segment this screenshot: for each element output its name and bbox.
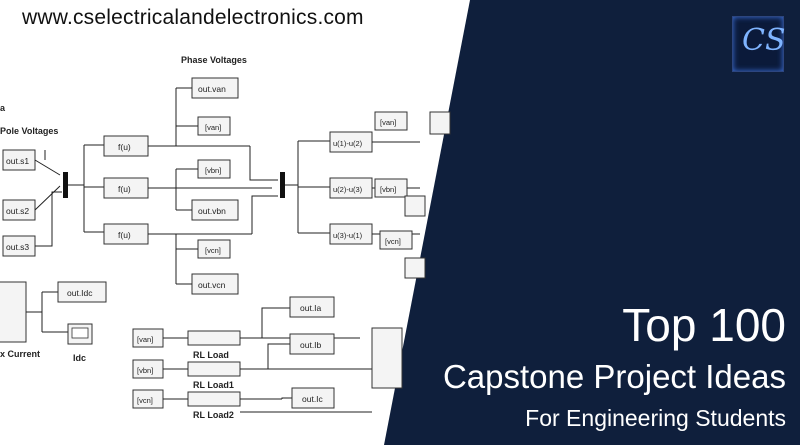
out-vcn-label: out.vcn: [198, 280, 226, 290]
load-from-vbn-label: [vbn]: [137, 366, 153, 375]
from-van-label: [van]: [380, 118, 396, 127]
out-vbn-label: out.vbn: [198, 206, 226, 216]
rl-load-b-label: RL Load1: [193, 380, 234, 390]
out-s1-label: out.s1: [6, 156, 29, 166]
scope-van-block[interactable]: [429, 111, 451, 135]
from-vbn-block[interactable]: [374, 178, 408, 198]
pole-wires: [34, 150, 62, 247]
scope-vbn-block[interactable]: [404, 195, 426, 217]
out-van-label: out.van: [198, 84, 226, 94]
scope-vcn-block[interactable]: [404, 257, 426, 279]
current-source-block[interactable]: [0, 281, 27, 343]
fcn-ca-label: u(3)-u(1): [333, 231, 363, 240]
from-vcn-label: [vcn]: [385, 237, 401, 246]
mux-2-wires: [285, 140, 330, 234]
heading-partial: a: [0, 103, 6, 113]
rl-load-c-label: RL Load2: [193, 410, 234, 420]
mux-1: [63, 172, 68, 198]
idc-label: Idc: [73, 353, 86, 363]
out-ia-block[interactable]: [289, 296, 335, 318]
out-idc-block[interactable]: [57, 281, 107, 303]
fcn-bc-label: u(2)-u(3): [333, 185, 363, 194]
mux-2: [280, 172, 285, 198]
current-wires: [26, 291, 68, 333]
load-from-vcn-label: [vcn]: [137, 396, 153, 405]
promo-panel: [384, 0, 800, 445]
rl-load-a-block[interactable]: [187, 330, 241, 346]
current-label: x Current: [0, 349, 40, 359]
from-vbn-label: [vbn]: [380, 185, 396, 194]
goto-vbn-label: [vbn]: [205, 166, 221, 175]
out-s3-label: out.s3: [6, 242, 29, 252]
heading-phase-voltages: Phase Voltages: [181, 55, 247, 65]
out-ia-label: out.Ia: [300, 303, 322, 313]
from-vcn-block[interactable]: [379, 230, 413, 250]
mux-1-wires: [68, 144, 104, 233]
heading-pole-voltages: Pole Voltages: [0, 126, 58, 136]
promo-audience: For Engineering Students: [525, 405, 786, 431]
from-van-block[interactable]: [374, 111, 408, 131]
goto-vcn-label: [vcn]: [205, 246, 221, 255]
fcn-label-a: f(u): [118, 142, 131, 152]
current-scope-block[interactable]: [371, 327, 403, 389]
out-ic-block[interactable]: [291, 387, 335, 409]
idc-scope-screen: [71, 327, 89, 339]
site-logo[interactable]: CS: [732, 16, 786, 72]
out-s2-label: out.s2: [6, 206, 29, 216]
out-ic-label: out.Ic: [302, 394, 324, 404]
load-from-van-label: [van]: [137, 335, 153, 344]
fcn-label-b: f(u): [118, 184, 131, 194]
out-ib-label: out.Ib: [300, 340, 322, 350]
fcn-ab-label: u(1)-u(2): [333, 139, 363, 148]
out-ib-block[interactable]: [289, 333, 335, 355]
goto-van-label: [van]: [205, 123, 221, 132]
rl-load-b-block[interactable]: [187, 361, 241, 377]
phase-wires: [148, 87, 278, 285]
out-idc-label: out.Idc: [67, 288, 93, 298]
rl-load-a-label: RL Load: [193, 350, 229, 360]
rl-load-c-block[interactable]: [187, 391, 241, 407]
website-url[interactable]: www.cselectricalandelectronics.com: [22, 6, 364, 29]
fcn-label-c: f(u): [118, 230, 131, 240]
promo-title: Top 100: [622, 299, 786, 351]
promo-subtitle: Capstone Project Ideas: [442, 358, 786, 395]
logo-glyph: CS: [742, 23, 786, 58]
